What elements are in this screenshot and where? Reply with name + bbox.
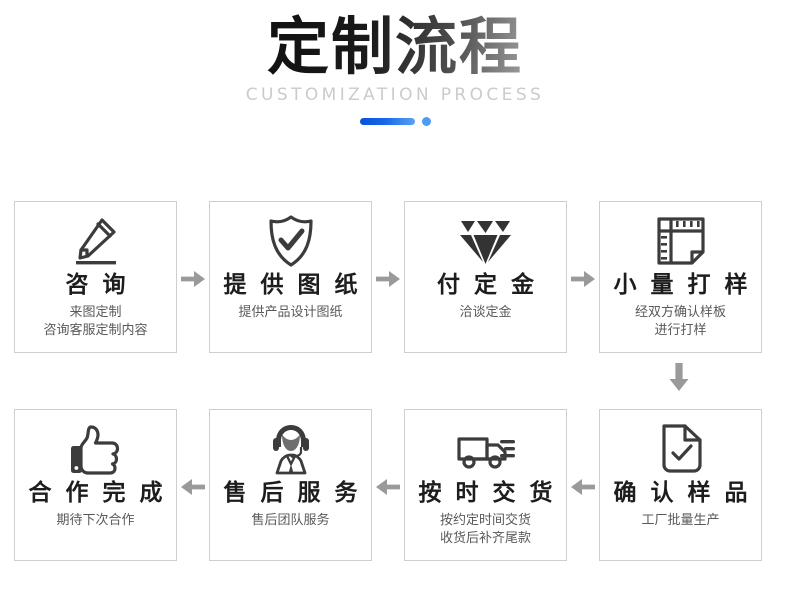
flow-step-card-6[interactable]: 售 后 服 务 售后团队服务 <box>209 409 372 561</box>
thumbs-up-icon <box>69 420 123 478</box>
diamond-icon <box>457 212 515 270</box>
flow-step-sub-line: 售后团队服务 <box>251 513 330 529</box>
flow-step-card-7[interactable]: 按 时 交 货 按约定时间交货 收货后补齐尾款 <box>404 409 567 561</box>
flow-step-title-4: 小 量 打 样 <box>613 272 751 298</box>
flow-step-sub-line: 洽谈定金 <box>459 305 512 321</box>
page-header: 定制流程 CUSTOMIZATION PROCESS <box>0 0 790 127</box>
page-subtitle: CUSTOMIZATION PROCESS <box>245 85 545 106</box>
flow-step-sub-line: 收货后补齐尾款 <box>439 530 531 546</box>
flow-step-title-1: 咨 询 <box>65 272 129 298</box>
page-title: 定制流程 <box>266 10 523 83</box>
flow-step-card-3[interactable]: 付 定 金 洽谈定金 <box>404 201 567 353</box>
flow-step-sub-4: 经双方确认样板 进行打样 <box>635 304 726 339</box>
flow-step-sub-7: 按约定时间交货 收货后补齐尾款 <box>440 512 531 547</box>
process-flow: 咨 询 来图定制 咨询客服定制内容 提 供 图 纸 提供产品设计图纸 <box>0 190 790 572</box>
flow-step-sub-line: 咨询客服定制内容 <box>43 322 148 338</box>
flow-step-sub-line: 按约定时间交货 <box>439 513 531 529</box>
flow-step-sub-3: 洽谈定金 <box>459 304 511 322</box>
flow-row-1: 咨 询 来图定制 咨询客服定制内容 提 供 图 纸 提供产品设计图纸 <box>0 190 790 391</box>
flow-step-sub-line: 提供产品设计图纸 <box>238 305 343 321</box>
flow-step-sub-line: 经双方确认样板 <box>634 305 726 321</box>
arrow-right-icon <box>375 268 401 290</box>
flow-step-title-6: 售 后 服 务 <box>223 480 361 506</box>
flow-step-sub-2: 提供产品设计图纸 <box>238 304 342 322</box>
flow-step-sub-5: 期待下次合作 <box>56 512 134 530</box>
flow-step-card-1[interactable]: 咨 询 来图定制 咨询客服定制内容 <box>14 201 177 353</box>
arrow-right-icon <box>570 268 596 290</box>
header-indicator <box>0 117 790 127</box>
flow-step-sub-line: 工厂批量生产 <box>641 513 720 529</box>
flow-step-card-2[interactable]: 提 供 图 纸 提供产品设计图纸 <box>209 201 372 353</box>
flow-step-sub-line: 来图定制 <box>69 305 122 321</box>
pencil-icon <box>68 212 124 270</box>
flow-step-title-7: 按 时 交 货 <box>418 480 556 506</box>
delivery-truck-icon <box>455 420 517 478</box>
flow-step-title-8: 确 认 样 品 <box>613 480 751 506</box>
indicator-dot <box>421 117 431 127</box>
headset-agent-icon <box>265 420 317 478</box>
flow-step-card-5[interactable]: 合 作 完 成 期待下次合作 <box>14 409 177 561</box>
flow-step-sub-1: 来图定制 咨询客服定制内容 <box>43 304 147 339</box>
flow-row-2: 合 作 完 成 期待下次合作 <box>0 409 790 572</box>
flow-step-title-5: 合 作 完 成 <box>28 480 166 506</box>
arrow-left-icon <box>570 476 596 498</box>
arrow-left-icon <box>180 476 206 498</box>
document-check-icon <box>656 420 706 478</box>
arrow-right-icon <box>180 268 206 290</box>
flow-step-sub-line: 期待下次合作 <box>56 513 135 529</box>
flow-step-title-3: 付 定 金 <box>436 272 537 298</box>
indicator-bar <box>359 118 415 126</box>
flow-step-sub-6: 售后团队服务 <box>251 512 329 530</box>
flow-step-card-8[interactable]: 确 认 样 品 工厂批量生产 <box>599 409 762 561</box>
arrow-left-icon <box>375 476 401 498</box>
flow-step-card-4[interactable]: 小 量 打 样 经双方确认样板 进行打样 <box>599 201 762 353</box>
ruler-template-icon <box>654 212 708 270</box>
arrow-down-icon <box>667 362 691 392</box>
shield-check-icon <box>265 212 317 270</box>
flow-step-sub-8: 工厂批量生产 <box>641 512 719 530</box>
flow-step-title-2: 提 供 图 纸 <box>223 272 361 298</box>
flow-step-sub-line: 进行打样 <box>654 322 707 338</box>
